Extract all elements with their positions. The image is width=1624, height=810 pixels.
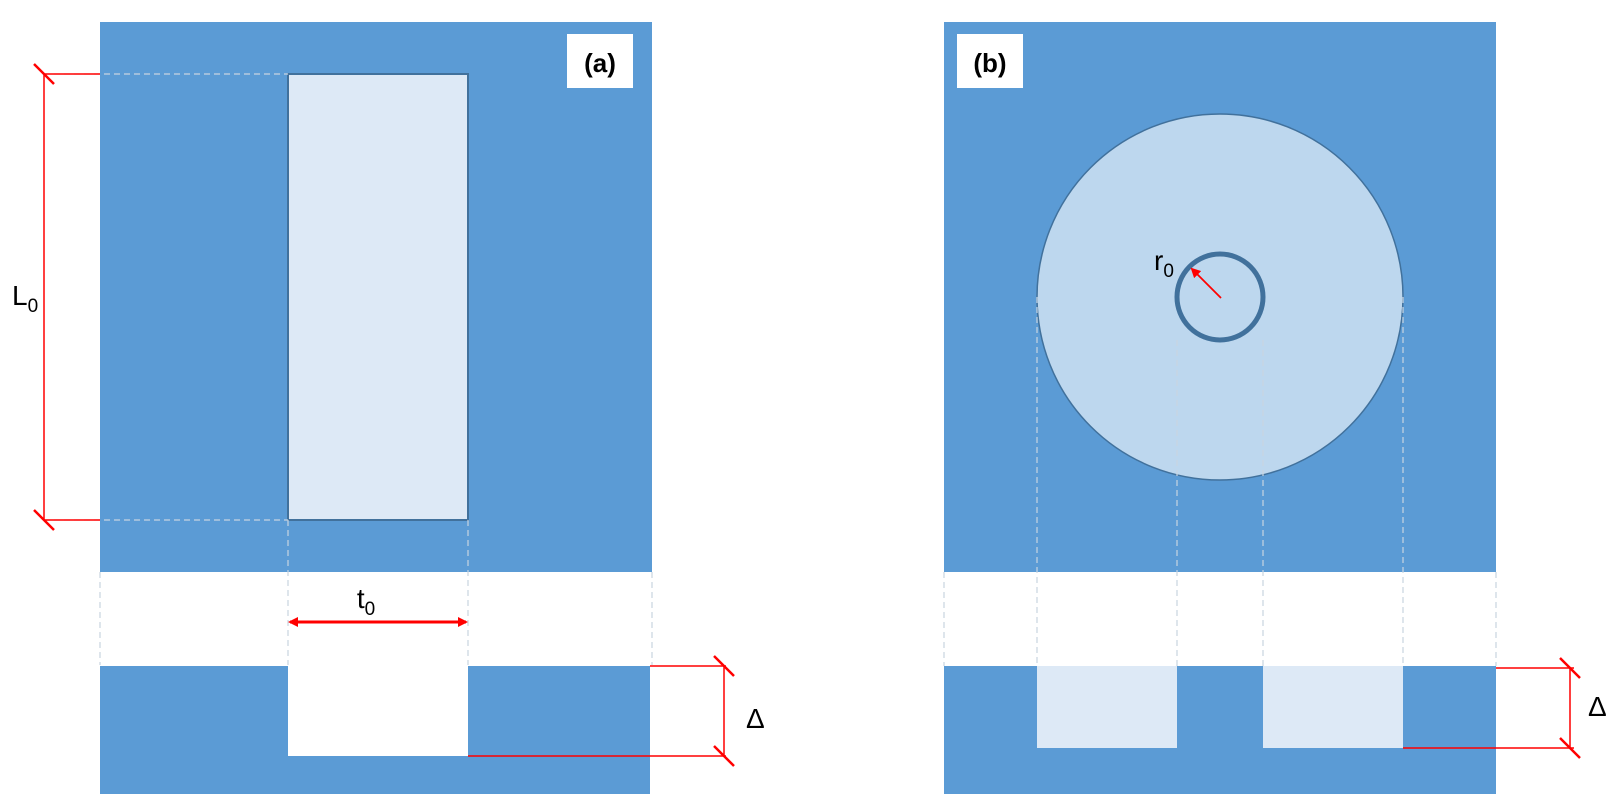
panel-a-depth-label: Δ (746, 703, 765, 734)
panel-a-length-dimension (33, 63, 100, 531)
panel-a-length-label: L0 (12, 280, 38, 317)
panel-b-groove-right (1263, 666, 1403, 748)
panel-a-label-box (567, 34, 633, 88)
panel-a: (a) L0 t0 (12, 22, 765, 794)
panel-b-groove-left (1037, 666, 1177, 748)
panel-b-label: (b) (973, 48, 1006, 78)
panel-a-slot (287, 73, 469, 521)
panel-b: (b) r0 Δ (943, 22, 1607, 794)
panel-b-depth-label: Δ (1588, 691, 1607, 722)
panel-b-radius-arrow (1190, 267, 1222, 299)
panel-a-depth-dimension (468, 655, 735, 767)
panel-b-projection-lines (943, 297, 1497, 666)
panel-b-depth-dimension (1403, 657, 1581, 759)
panel-a-thickness-label: t0 (357, 583, 375, 620)
panel-b-radius-label: r0 (1154, 245, 1174, 282)
panel-b-inner-ring (1174, 251, 1266, 343)
panel-b-side-section (944, 666, 1496, 794)
panel-a-side-section (100, 666, 650, 794)
panel-b-label-box (957, 34, 1023, 88)
panel-a-label: (a) (584, 48, 616, 78)
